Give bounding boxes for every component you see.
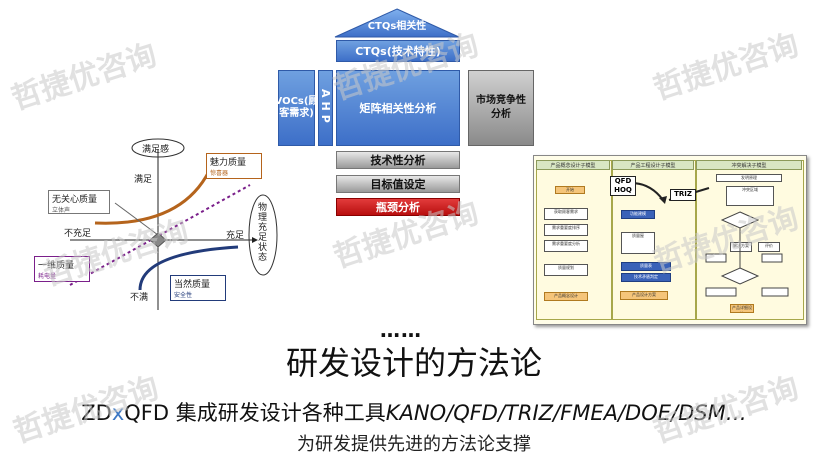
page-title: 研发设计的方法论 [285,344,542,382]
flow-box: 需求重要度排序 [544,224,588,236]
flow-box: 需求重要度分析 [544,240,588,252]
tools-list: KANO/QFD/TRIZ/FMEA/DOE/DSM… [385,401,747,425]
kano-dissatisfied: 不满 [130,293,149,303]
kano-one-dim-sub: 耗电量 [38,273,57,280]
flow-box: 产品概念设计 [544,292,588,301]
kano-must-be-label: 当然质量 [174,280,211,290]
hoq-matrix: 矩阵相关性分析 [336,70,460,146]
kano-axes [69,138,278,310]
flow-box: 质量表 [621,262,671,271]
kano-sufficient: 充足 [226,231,245,241]
hoq-roof-shape [334,8,460,38]
ellipsis: …… [380,318,422,342]
flow-head-1: 产品概念设计子模型 [536,160,610,170]
tools-qfd-cn: QFD 集成研发设计各种工具 [124,401,386,425]
flow-head-2: 产品工程设计子模型 [612,160,694,170]
flow-box: 开始 [555,186,585,194]
flow-triz-label: TRIZ [670,189,696,201]
flow-box: 发明原理 [716,174,782,182]
flow-box: 质量屋 [621,232,655,254]
kano-indifferent-box: 无关心质量 立体声 [48,190,110,214]
flow-box: 解决方案 [730,242,752,252]
hoq-bottleneck: 瓶颈分析 [336,198,460,216]
hoq-ahp: AHP [318,70,333,146]
kano-insufficient: 不充足 [64,229,92,239]
kano-indifferent-label: 无关心质量 [52,195,98,205]
flow-box: 获取顾客需求 [544,208,588,220]
kano-physical: 物理充足状态 [258,203,268,263]
subtitle: 为研发提供先进的方法论支撑 [297,434,531,455]
kano-charm-sub: 惊喜器 [210,170,229,177]
flow-box: 评价 [758,242,780,252]
flow-qfd-label: QFD HOQ [610,176,636,196]
hoq-roof-label: CTQs相关性 [367,21,427,32]
flow-head-3: 冲突解决子模型 [696,160,802,170]
kano-charm-box: 魅力质量 惊喜器 [206,153,262,179]
flow-diamonds [705,211,789,297]
hoq-ctqs: CTQs(技术特性) [336,40,460,62]
kano-one-dim-label: 一维质量 [38,261,75,271]
flow-box: 产品详细设计 [730,304,754,313]
kano-top-label: 满足感 [142,145,170,155]
kano-must-be-box: 当然质量 安全性 [170,275,226,301]
watermark: 哲捷优咨询 [649,27,803,108]
flow-box: 产品设计方案 [620,291,668,300]
flow-box: 功能建模 [621,210,655,219]
flow-box: 质量规划 [544,264,588,276]
tools-zd: ZD [81,401,112,425]
hoq-tech: 技术性分析 [336,151,460,169]
tools-line: ZDxQFD 集成研发设计各种工具KANO/QFD/TRIZ/FMEA/DOE/… [0,397,828,427]
hoq-vocs: VOCs(顾客需求) [275,70,318,146]
flow-box: 冲突区域 [726,186,774,206]
kano-indifferent-sub: 立体声 [52,207,71,214]
kano-satisfied: 满足 [134,175,153,185]
hoq-target: 目标值设定 [336,175,460,193]
tools-x: x [111,401,125,425]
watermark: 哲捷优咨询 [7,37,161,118]
kano-must-be-sub: 安全性 [174,292,193,299]
kano-one-dim-box: 一维质量 耗电量 [34,256,90,282]
flow-box: 技术矛盾判定 [621,273,671,282]
hoq-market: 市场竞争性分析 [468,70,534,146]
kano-charm-label: 魅力质量 [210,158,247,168]
